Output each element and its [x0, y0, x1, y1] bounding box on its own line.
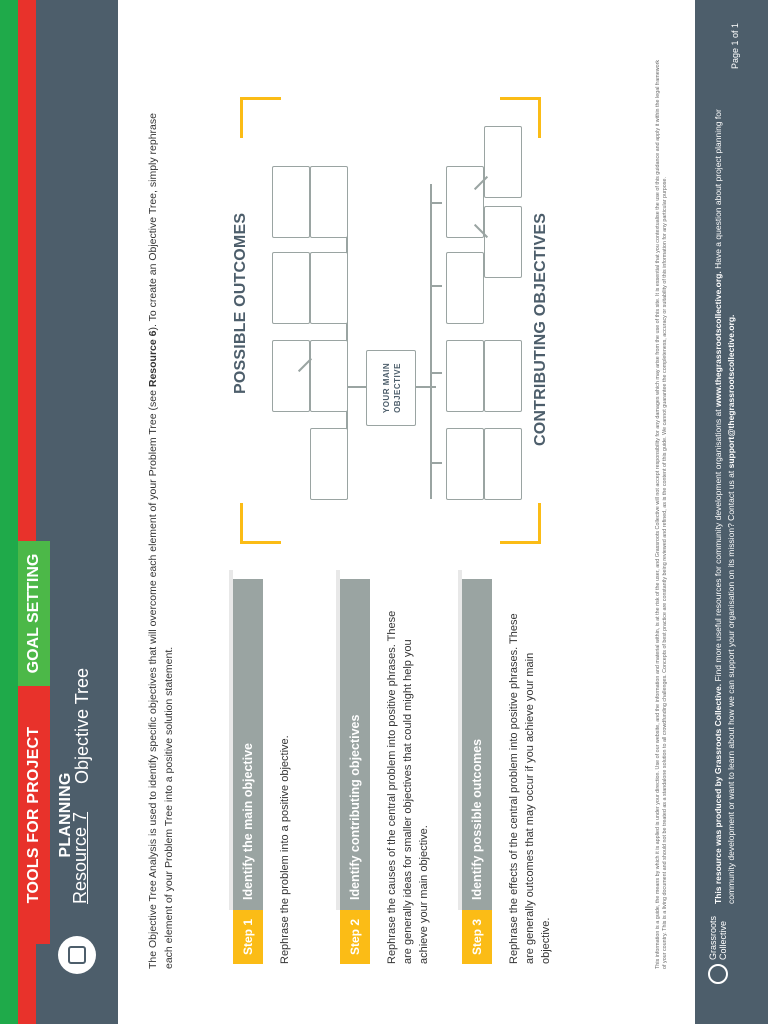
- connector: [346, 386, 366, 388]
- main-objective-box: YOUR MAIN OBJECTIVE: [366, 350, 416, 426]
- footer-website-link[interactable]: www.thegrassrootscollective.org.: [713, 271, 723, 407]
- connector: [432, 372, 442, 374]
- outcome-box: [272, 166, 310, 238]
- footer-email-link[interactable]: support@thegrassrootscollective.org.: [726, 314, 736, 469]
- footer-text-bold: This resource was produced by Grassroots…: [713, 683, 723, 904]
- contributing-box: [484, 206, 522, 278]
- possible-outcomes-title: POSSIBLE OUTCOMES: [232, 212, 249, 394]
- contributing-box: [446, 252, 484, 324]
- contributing-box: [446, 340, 484, 412]
- footer-text-mid1: Find more useful resources for community…: [713, 407, 723, 684]
- connector: [432, 285, 442, 287]
- grassroots-collective-logo-icon: [708, 964, 728, 984]
- footer-brand: Grassroots Collective: [708, 914, 728, 960]
- contributing-box: [446, 428, 484, 500]
- outcome-box: [310, 428, 348, 500]
- connector: [430, 184, 432, 499]
- page-number: Page 1 of 1: [730, 22, 740, 69]
- outcome-box: [310, 166, 348, 238]
- connector: [432, 202, 442, 204]
- main-objective-label: YOUR MAIN OBJECTIVE: [382, 362, 402, 414]
- bracket-corner: [240, 97, 281, 138]
- bracket-corner: [500, 503, 541, 544]
- contributing-box: [484, 428, 522, 500]
- bracket-corner: [240, 503, 281, 544]
- footer-text: This resource was produced by Grassroots…: [712, 84, 738, 904]
- outcome-box: [310, 340, 348, 412]
- contributing-objectives-title: CONTRIBUTING OBJECTIVES: [532, 212, 549, 446]
- connector: [416, 386, 436, 388]
- outcome-box: [272, 252, 310, 324]
- contributing-box: [484, 340, 522, 412]
- disclaimer-text: This information is a guide, the means b…: [655, 59, 668, 969]
- connector: [432, 462, 442, 464]
- outcome-box: [310, 252, 348, 324]
- footer-brand-line2: Collective: [718, 920, 728, 960]
- footer-brand-line1: Grassroots: [708, 915, 718, 960]
- contributing-box: [484, 126, 522, 198]
